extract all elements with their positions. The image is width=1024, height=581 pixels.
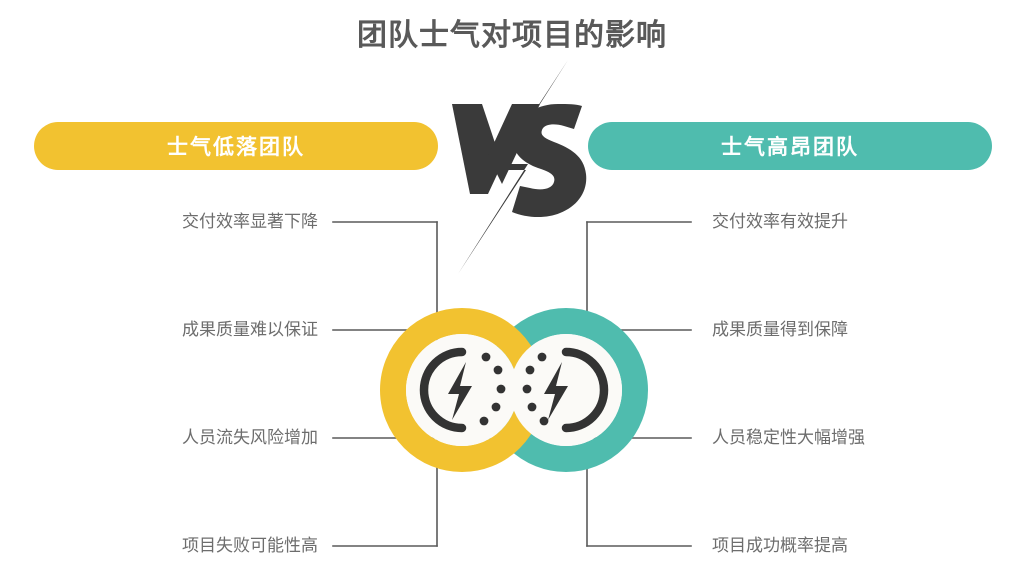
left-item-2-label: 成果质量难以保证 xyxy=(182,320,318,339)
left-item-3-label: 人员流失风险增加 xyxy=(182,428,318,447)
right-item-4-label: 项目成功概率提高 xyxy=(712,536,848,555)
high-morale-battery-bolt-icon xyxy=(522,347,609,433)
banner-high-morale-label: 士气高昂团队 xyxy=(721,136,859,159)
right-item-2-label: 成果质量得到保障 xyxy=(712,320,848,339)
morale-infinity-emblem xyxy=(380,308,648,472)
banner-low-morale-label: 士气低落团队 xyxy=(167,136,305,159)
right-item-1-label: 交付效率有效提升 xyxy=(712,212,848,231)
right-item-3-label: 人员稳定性大幅增强 xyxy=(712,428,865,447)
left-item-1-label: 交付效率显著下降 xyxy=(182,212,318,231)
low-morale-battery-bolt-icon xyxy=(419,347,506,433)
banner-high-morale[interactable]: 士气高昂团队 xyxy=(588,122,992,170)
banner-low-morale[interactable]: 士气低落团队 xyxy=(34,122,438,170)
left-item-4-label: 项目失败可能性高 xyxy=(182,536,318,555)
page-title: 团队士气对项目的影响 xyxy=(357,19,667,52)
